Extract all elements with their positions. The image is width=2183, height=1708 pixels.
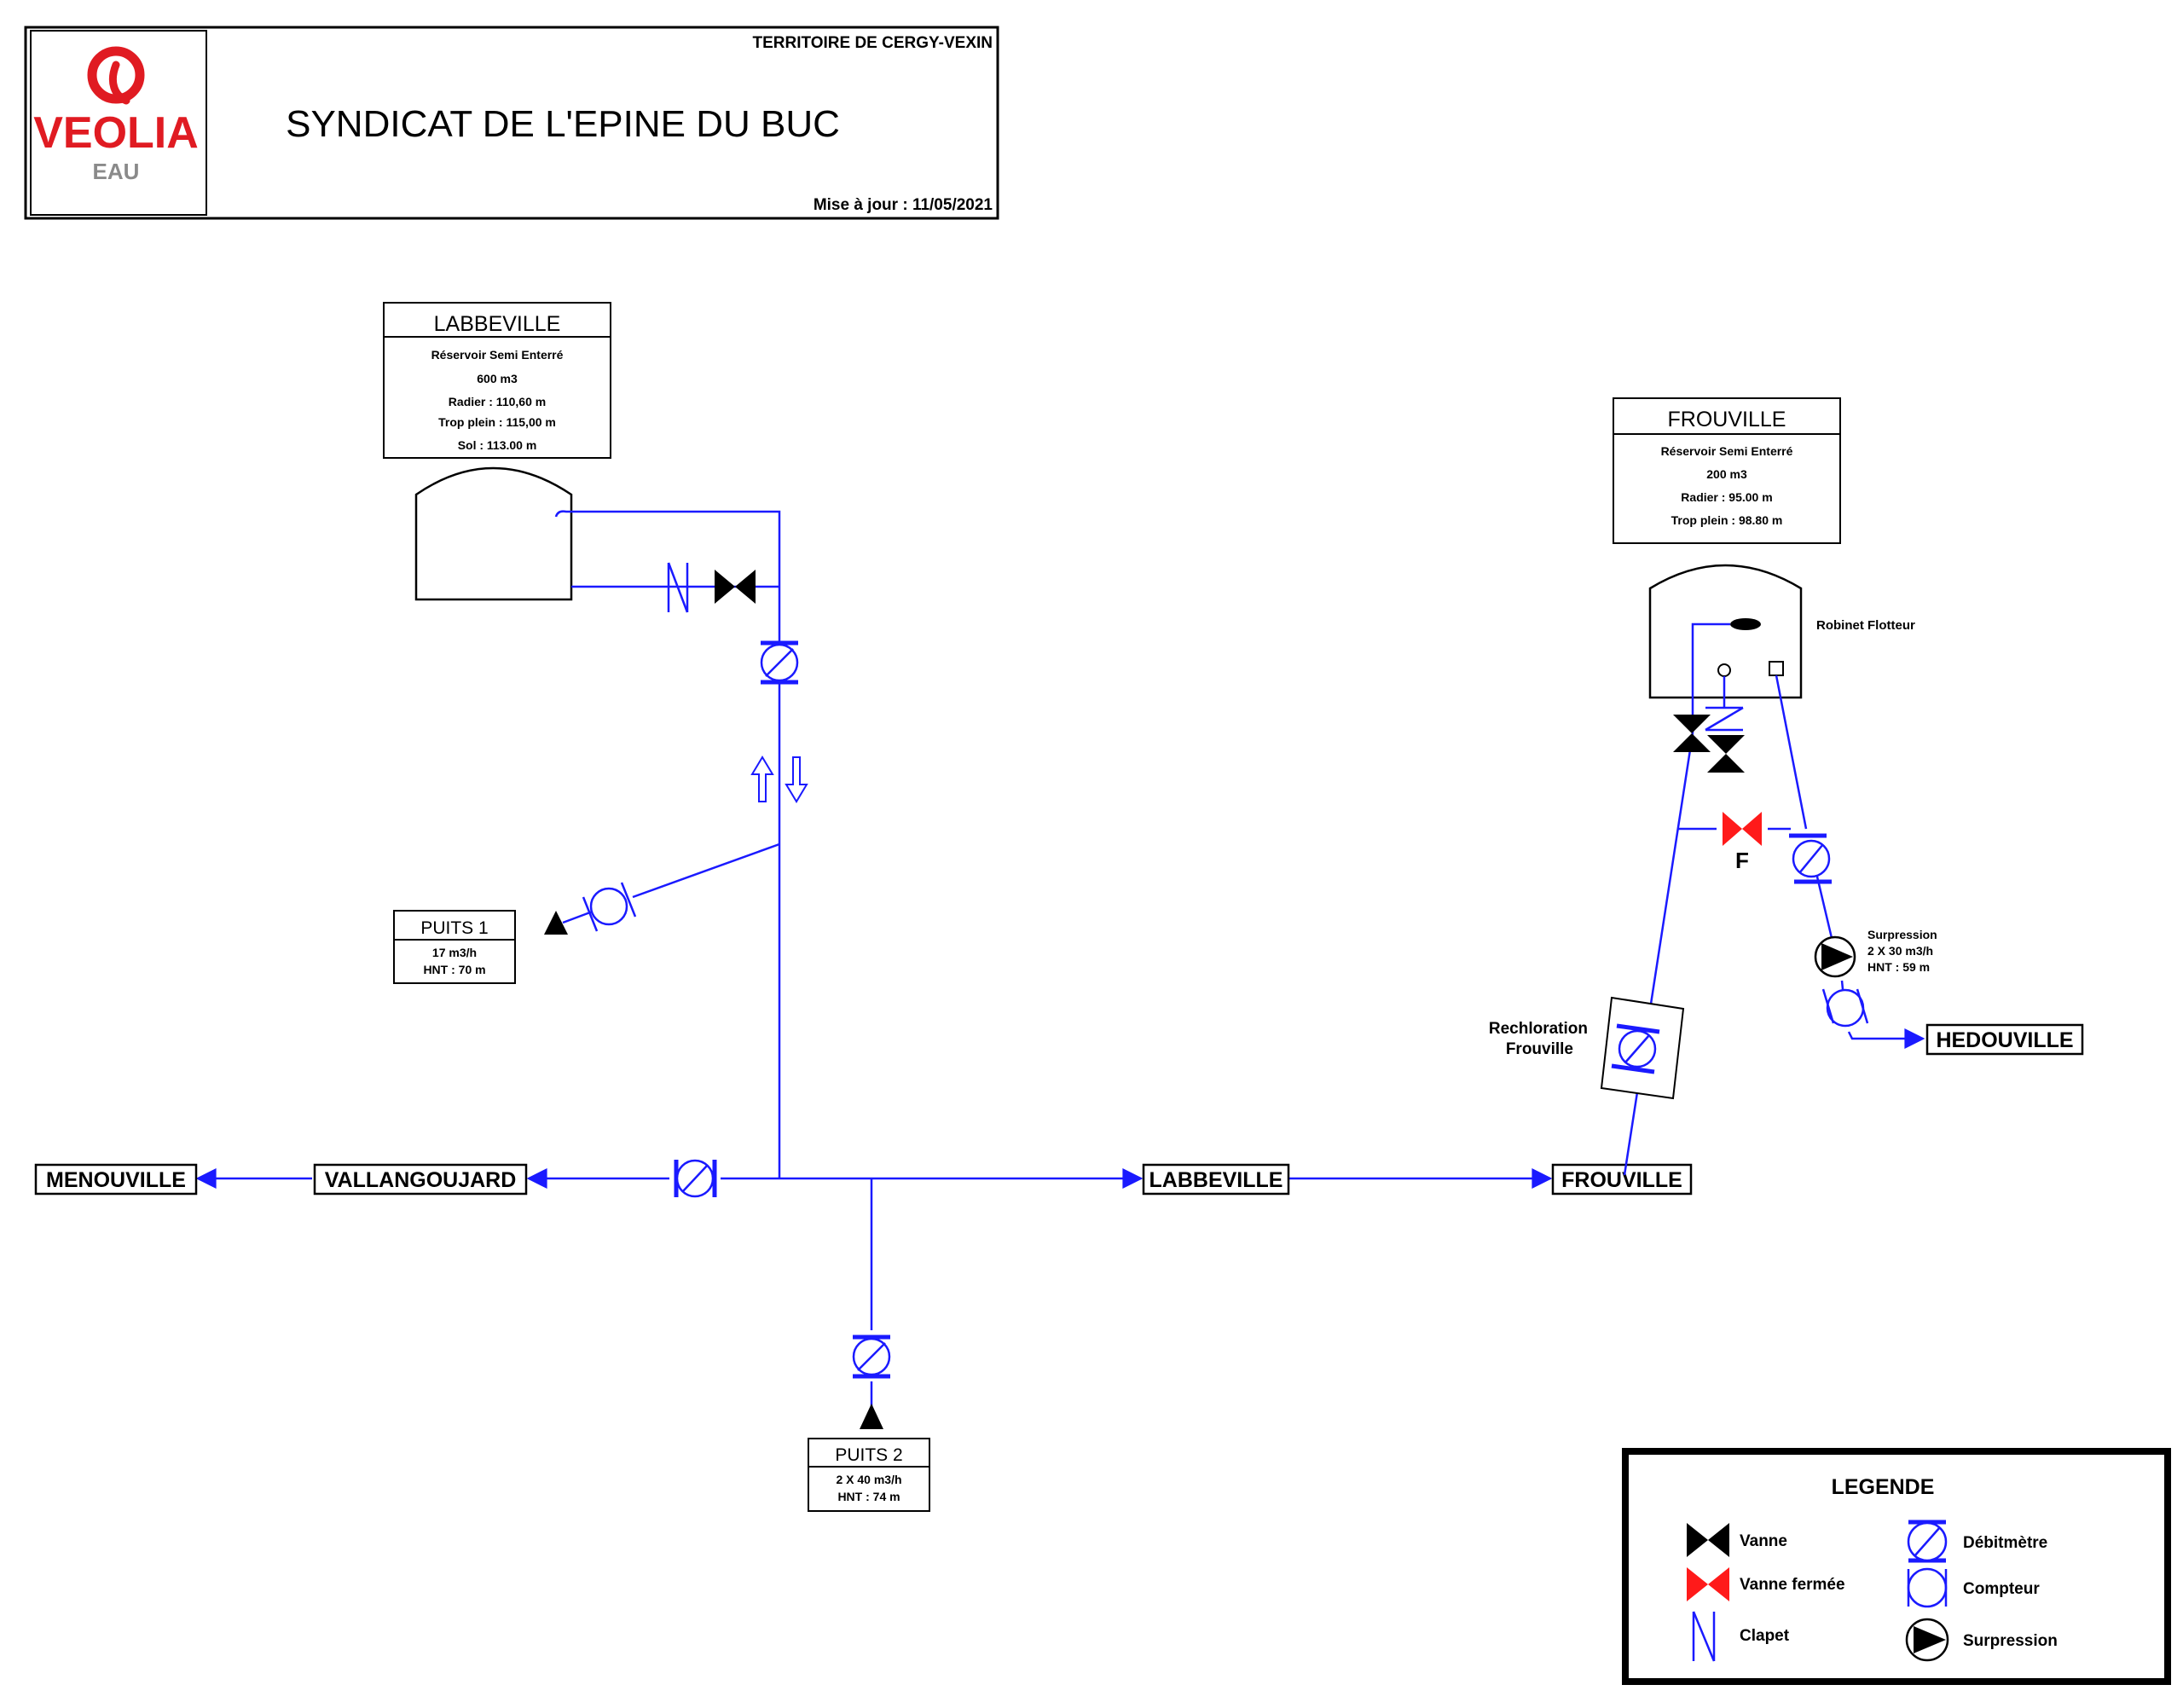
puits2-line-2: HNT : 74 m: [837, 1490, 900, 1503]
destination-labbeville: LABBEVILLE: [1142, 1163, 1290, 1196]
puits1-branch: [544, 842, 780, 935]
labbeville-line-1: Réservoir Semi Enterré: [431, 348, 564, 362]
compteur-puits1: [582, 882, 637, 932]
legend-vanne-icon: [1687, 1523, 1729, 1557]
destination-vallangoujard-label: VALLANGOUJARD: [325, 1168, 517, 1192]
legend-debitmetre-label: Débitmètre: [1963, 1534, 2047, 1552]
closed-valve-tag: F: [1735, 848, 1749, 873]
veolia-logo: VEOLIA EAU: [33, 46, 199, 184]
labbeville-line-4: Trop plein : 115,00 m: [438, 415, 556, 429]
surpression-label: Surpression 2 X 30 m3/h HNT : 59 m: [1867, 928, 1937, 974]
frouville-reservoir-infobox: FROUVILLE Réservoir Semi Enterré 200 m3 …: [1613, 397, 1841, 544]
debitmetre-labbeville: [760, 640, 799, 685]
legend-compteur-icon: [1907, 1567, 1948, 1608]
puits2-infobox: PUITS 2 2 X 40 m3/h HNT : 74 m: [808, 1438, 930, 1512]
legend-surpression-icon: [1905, 1618, 1949, 1662]
surpression-pump: [1814, 935, 1856, 978]
clapet-frouville: [1705, 706, 1744, 732]
territory-label: TERRITOIRE DE CERGY-VEXIN: [752, 34, 993, 52]
title-block: VEOLIA EAU TERRITOIRE DE CERGY-VEXIN SYN…: [24, 26, 999, 220]
float-valve-label: Robinet Flotteur: [1816, 618, 1915, 633]
frouville-tank: Robinet Flotteur: [1648, 564, 1915, 699]
labbeville-line-3: Radier : 110,60 m: [449, 395, 546, 408]
vanne-fermee-frouville: [1723, 812, 1762, 846]
destination-menouville-label: MENOUVILLE: [46, 1168, 186, 1192]
labbeville-line-5: Sol : 113.00 m: [458, 438, 537, 452]
puits2-branch: [852, 1178, 891, 1429]
legend-compteur-label: Compteur: [1963, 1580, 2040, 1598]
destination-menouville: MENOUVILLE: [34, 1163, 198, 1196]
frouville-line-1: Réservoir Semi Enterré: [1661, 444, 1793, 458]
labbeville-reservoir-name: LABBEVILLE: [434, 312, 561, 336]
frouville-reservoir-name: FROUVILLE: [1668, 408, 1786, 431]
flow-direction-arrows: [750, 756, 808, 803]
destination-hedouville-label: HEDOUVILLE: [1936, 1028, 2073, 1052]
page-title: SYNDICAT DE L'EPINE DU BUC: [286, 103, 840, 145]
legend-clapet-label: Clapet: [1740, 1627, 1790, 1645]
rechloration-line-1: Rechloration: [1489, 1020, 1588, 1038]
destination-labbeville-label: LABBEVILLE: [1149, 1168, 1283, 1192]
vanne-labbeville: [715, 570, 756, 604]
frouville-line-4: Trop plein : 98.80 m: [1671, 513, 1783, 527]
float-valve-symbol: [1730, 618, 1761, 630]
clapet-labbeville: [667, 562, 689, 613]
legend: LEGENDE Vanne Vanne fermée Clapet Débitm…: [1622, 1448, 2171, 1685]
destination-vallangoujard: VALLANGOUJARD: [313, 1163, 528, 1196]
labbeville-reservoir-infobox: LABBEVILLE Réservoir Semi Enterré 600 m3…: [383, 302, 611, 459]
puits1-line-2: HNT : 70 m: [423, 963, 485, 976]
debitmetre-main: [674, 1159, 717, 1198]
update-date: Mise à jour : 11/05/2021: [814, 196, 993, 214]
pump-puits1: [544, 911, 568, 935]
rechloration-unit: [1600, 996, 1685, 1100]
debitmetre-puits2: [852, 1335, 891, 1379]
legend-vanne-fermee-icon: [1687, 1567, 1729, 1601]
compteur-frouville: [1821, 988, 1869, 1028]
puits1-infobox: PUITS 1 17 m3/h HNT : 70 m: [393, 910, 516, 984]
pump-puits2: [860, 1404, 883, 1429]
legend-debitmetre-icon: [1907, 1520, 1948, 1563]
puits2-name: PUITS 2: [835, 1445, 902, 1465]
legend-title: LEGENDE: [1832, 1475, 1935, 1499]
frouville-line-2: 200 m3: [1706, 467, 1747, 481]
destination-frouville: FROUVILLE: [1551, 1163, 1693, 1196]
legend-vanne-label: Vanne: [1740, 1532, 1787, 1550]
destination-hedouville: HEDOUVILLE: [1925, 1023, 2084, 1056]
rechloration-label: Rechloration Frouville: [1489, 1020, 1588, 1058]
surpression-line-3: HNT : 59 m: [1867, 960, 1930, 974]
surpression-line-2: 2 X 30 m3/h: [1867, 944, 1933, 958]
legend-vanne-fermee-label: Vanne fermée: [1740, 1576, 1845, 1594]
destination-frouville-label: FROUVILLE: [1561, 1168, 1682, 1192]
puits1-name: PUITS 1: [420, 918, 488, 938]
logo-sub-text: EAU: [93, 159, 140, 184]
labbeville-line-2: 600 m3: [477, 372, 518, 385]
legend-surpression-label: Surpression: [1963, 1632, 2058, 1650]
vanne-frouville-2: [1707, 735, 1745, 773]
puits1-line-1: 17 m3/h: [432, 946, 477, 959]
debitmetre-frouville: [1789, 833, 1832, 884]
rechloration-line-2: Frouville: [1506, 1040, 1573, 1058]
legend-clapet-icon: [1692, 1611, 1716, 1662]
frouville-line-3: Radier : 95.00 m: [1681, 490, 1772, 504]
puits2-line-1: 2 X 40 m3/h: [836, 1473, 901, 1486]
labbeville-tank: [414, 466, 573, 601]
vanne-frouville-1: [1673, 715, 1711, 752]
logo-main-text: VEOLIA: [33, 108, 199, 158]
surpression-line-1: Surpression: [1867, 928, 1937, 941]
